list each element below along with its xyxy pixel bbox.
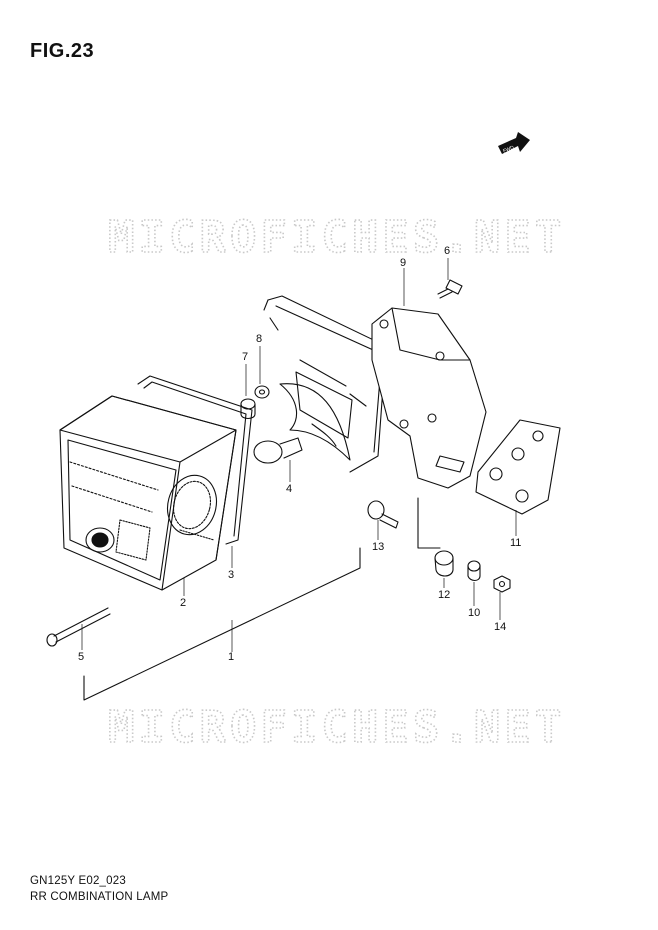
lens-gasket xyxy=(137,375,253,545)
assembly-bracket-line xyxy=(83,547,361,701)
callout-13: 13 xyxy=(372,541,384,553)
section-name: RR COMBINATION LAMP xyxy=(30,891,169,903)
callout-1: 1 xyxy=(228,651,234,663)
callout-14: 14 xyxy=(494,621,506,633)
callout-8: 8 xyxy=(256,333,262,345)
callout-7: 7 xyxy=(242,351,248,363)
callout-2: 2 xyxy=(180,597,186,609)
screw-13 xyxy=(367,500,399,529)
callout-6: 6 xyxy=(444,245,450,257)
nut xyxy=(493,575,511,593)
lamp-bracket xyxy=(371,307,487,489)
long-bolt xyxy=(46,607,111,647)
figure-title: FIG.23 xyxy=(30,40,95,62)
bulb-socket xyxy=(240,398,256,420)
svg-text:FWD: FWD xyxy=(502,145,515,155)
collar xyxy=(467,560,481,582)
callout-10: 10 xyxy=(468,607,480,619)
grommet xyxy=(434,550,454,577)
reflector xyxy=(279,383,351,461)
mounting-plate xyxy=(475,419,561,515)
callout-3: 3 xyxy=(228,569,234,581)
callout-9: 9 xyxy=(400,257,406,269)
callout-numbers: 1 2 3 4 5 6 7 8 9 10 11 12 13 14 xyxy=(78,245,521,663)
lamp-lens xyxy=(59,395,237,591)
callout-4: 4 xyxy=(286,483,292,495)
callout-12: 12 xyxy=(438,589,450,601)
watermark-top: MICROFICHES.NET xyxy=(108,212,565,263)
watermark-bottom: MICROFICHES.NET xyxy=(108,702,565,753)
callout-11: 11 xyxy=(510,537,521,549)
leader-lines xyxy=(81,258,517,652)
bulb xyxy=(253,437,303,464)
callout-5: 5 xyxy=(78,651,84,663)
model-code: GN125Y E02_023 xyxy=(30,875,126,887)
screw-6 xyxy=(437,279,463,299)
fixing-guide-line xyxy=(417,497,441,549)
washer xyxy=(254,385,270,399)
lamp-housing xyxy=(263,295,387,473)
fwd-arrow-icon: FWD xyxy=(498,132,530,155)
